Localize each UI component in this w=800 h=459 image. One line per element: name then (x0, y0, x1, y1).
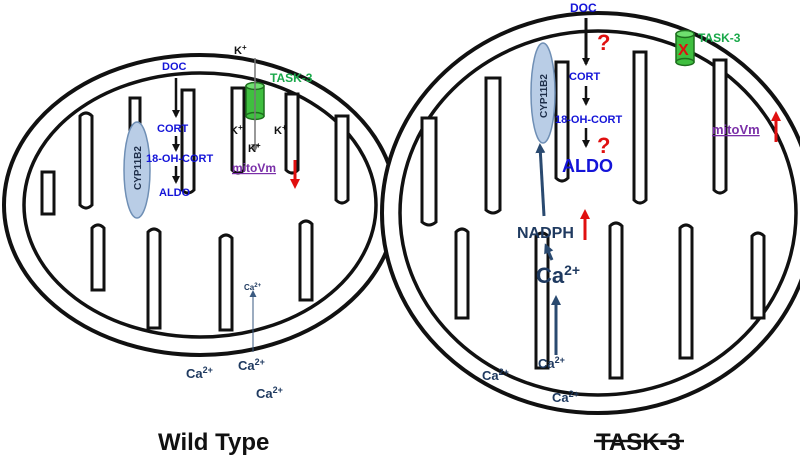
k-ion-label: K+ (230, 123, 243, 137)
doc-label: DOC (162, 61, 187, 73)
doc-label: DOC (570, 1, 597, 15)
task3-label: TASK-3 (698, 31, 741, 45)
aldo-label: ALDO (562, 156, 613, 176)
task3-knockout-mitochondrion: CYP11B2 X DOC ? CORT 18-OH-CORT ? ALDO T… (380, 1, 800, 456)
mitovm-label: mitoVm (232, 161, 276, 175)
outer-membrane (2, 53, 398, 357)
k-ion-label: K+ (274, 123, 287, 137)
task3-label: TASK-3 (270, 71, 313, 85)
question-mark-icon: ? (597, 133, 610, 158)
ca-ion-label: Ca2+ (482, 367, 509, 383)
cort-label: CORT (157, 123, 188, 135)
wild-type-mitochondrion: CYP11B2 DOC CORT 18-OH-CORT ALDO TASK-3 … (2, 43, 398, 456)
inner-membrane (22, 71, 378, 339)
k-ion-label: K+ (234, 43, 247, 57)
inner-membrane (398, 29, 798, 397)
task3-channel-blocked (675, 29, 695, 67)
cyp11b2-enzyme (530, 42, 556, 144)
ca-ion-label: Ca2+ (186, 365, 213, 381)
cyp11b2-label: CYP11B2 (539, 74, 550, 118)
18-oh-cort-label: 18-OH-CORT (146, 153, 214, 165)
ca-ion-label: Ca2+ (538, 355, 565, 371)
bottom-cristae (90, 219, 314, 332)
bottom-cristae (454, 221, 766, 380)
mitovm-label: mitoVm (712, 122, 760, 137)
ca-ion-label: Ca2+ (238, 357, 265, 373)
ca-ion-label: Ca2+ (256, 385, 283, 401)
task3-title: TASK-3 (596, 429, 681, 456)
wild-type-title: Wild Type (158, 429, 269, 456)
top-cristae (40, 86, 350, 216)
cyp11b2-enzyme (123, 121, 151, 219)
ca-ion-label: Ca2+ (552, 389, 579, 405)
aldo-label: ALDO (159, 187, 191, 199)
ca-ion-label: Ca2+ (244, 283, 262, 292)
channel-blocked-x-icon: X (678, 42, 689, 59)
k-ion-label: K+ (248, 141, 261, 155)
nadph-label: NADPH (517, 225, 574, 242)
top-cristae (420, 50, 728, 227)
18-oh-cort-label: 18-OH-CORT (555, 114, 623, 126)
cort-label: CORT (569, 71, 600, 83)
calcium-to-nadph-arrow (544, 243, 554, 261)
cyp11b2-label: CYP11B2 (133, 146, 144, 190)
nadph-to-cyp11b2-arrow (535, 143, 546, 217)
ca-ion-label: Ca2+ (536, 262, 580, 288)
question-mark-icon: ? (597, 30, 610, 55)
